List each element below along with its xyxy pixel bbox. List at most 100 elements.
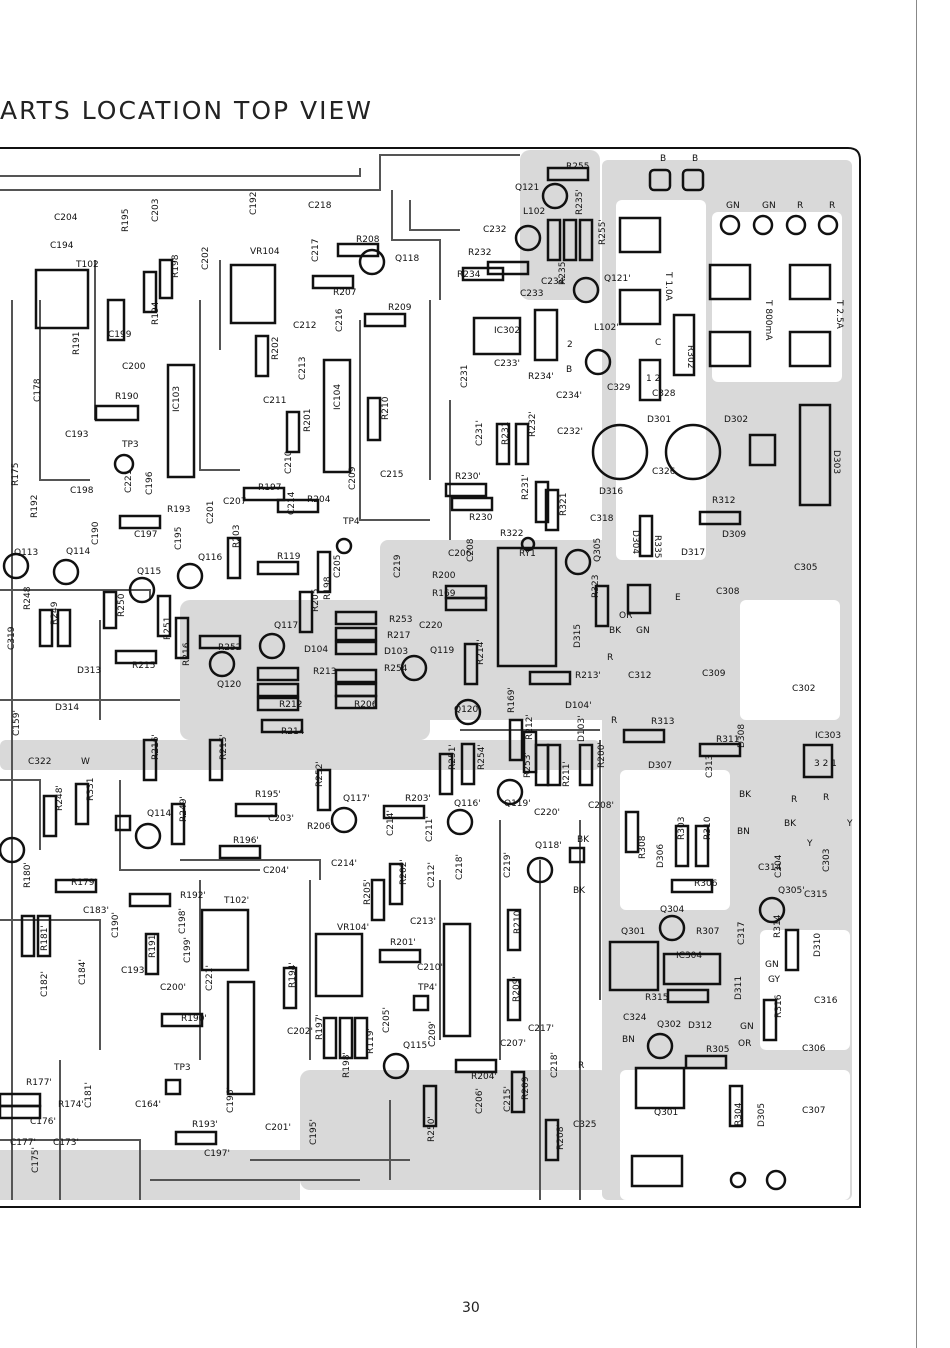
component-label: Q114 <box>66 547 91 557</box>
component-label: C319 <box>7 626 17 650</box>
component-label: C210 <box>284 450 294 474</box>
component-label: C219 <box>393 554 403 578</box>
component-label: C159' <box>12 710 22 736</box>
component-label: C216 <box>335 308 345 332</box>
component-label: C326 <box>652 467 676 477</box>
component-label: D312 <box>688 1021 712 1031</box>
component-label: R302 <box>685 345 695 368</box>
component-label: R212' <box>525 714 535 740</box>
component-label: Q120 <box>217 680 242 690</box>
component-label: Q117 <box>274 621 298 631</box>
component-label: Q114' <box>147 809 174 819</box>
component-label: C205' <box>382 1007 392 1033</box>
component-label: R209' <box>512 976 522 1002</box>
component-label: D317 <box>681 548 705 558</box>
component-label: C197 <box>134 530 157 540</box>
component-label: OR <box>738 1039 751 1049</box>
component-label: D104' <box>565 701 592 711</box>
component-label: Q305' <box>778 886 805 896</box>
component-label: C324 <box>623 1013 647 1023</box>
component-label: R235 <box>558 262 568 285</box>
component-label: R195' <box>255 790 281 800</box>
component-label: GN <box>636 626 650 636</box>
component-label: D311 <box>734 976 744 1000</box>
component-label: C317 <box>737 922 747 945</box>
component-label: C196' <box>226 1087 236 1113</box>
connector-pads <box>114 168 839 1191</box>
component-label: D309 <box>722 530 746 540</box>
component-label: B <box>566 365 572 375</box>
component-label: R174' <box>58 1100 84 1110</box>
component-label: C183' <box>83 906 109 916</box>
component-label: C233 <box>520 289 543 299</box>
component-label: R313 <box>651 717 674 727</box>
component-label: C328 <box>652 389 676 399</box>
page-edge-rule <box>916 0 917 1348</box>
component-label: R248' <box>55 785 65 811</box>
component-label: C221' <box>205 965 215 991</box>
component-label: R200' <box>597 742 607 768</box>
component-label: C204 <box>54 213 78 223</box>
component-label: C194 <box>50 241 74 251</box>
component-label: C182' <box>40 971 50 997</box>
component-label: C314 <box>758 863 782 873</box>
component-label: L102 <box>523 207 545 217</box>
component-label: B <box>660 154 666 164</box>
component-label: R249' <box>179 796 189 822</box>
component-label: TP3 <box>121 440 139 450</box>
component-label: R304 <box>734 1102 744 1126</box>
component-label: C233' <box>494 359 520 369</box>
component-label: D310 <box>813 933 823 957</box>
component-label: C214' <box>331 859 357 869</box>
component-label: BN <box>622 1035 635 1045</box>
component-label: C195 <box>174 527 184 550</box>
component-label: IC103 <box>172 386 182 412</box>
component-label: R192 <box>30 495 40 518</box>
component-label: R232' <box>528 411 538 437</box>
component-label: R201' <box>390 938 416 948</box>
component-label: T 2.5A <box>834 299 844 330</box>
component-label: R197' <box>315 1014 325 1040</box>
component-label: R196' <box>233 836 259 846</box>
component-label: BK <box>577 835 590 845</box>
component-label: Q116' <box>454 799 481 809</box>
component-label: R217 <box>387 631 410 641</box>
component-label: C215 <box>380 470 403 480</box>
component-label: BK <box>609 626 622 636</box>
component-label: C316 <box>814 996 838 1006</box>
transistors <box>0 182 786 1080</box>
component-label: C203 <box>151 199 161 222</box>
component-label: Y <box>806 839 813 849</box>
component-label: C206 <box>448 549 472 559</box>
component-label: C309 <box>702 669 726 679</box>
component-label: R210 <box>381 396 391 420</box>
component-label: Q301 <box>621 927 645 937</box>
component-label: D314 <box>55 703 79 713</box>
component-label: R321 <box>559 493 569 516</box>
component-label: C196 <box>145 471 155 495</box>
component-label: R177' <box>26 1078 52 1088</box>
component-label: R216 <box>182 642 192 666</box>
component-label: BK <box>573 886 586 896</box>
component-label: C313 <box>705 755 715 778</box>
component-label: C205 <box>333 555 343 578</box>
component-label: R315 <box>645 993 668 1003</box>
component-label: IC302 <box>494 326 520 336</box>
component-label: R191' <box>148 932 158 958</box>
component-label: C184' <box>78 959 88 985</box>
component-label: Y <box>846 819 853 829</box>
component-label: 3 2 1 <box>814 759 837 769</box>
component-label: C190 <box>91 521 101 545</box>
component-label: R119' <box>366 1028 376 1054</box>
component-label: R214' <box>476 639 486 665</box>
component-label: C193 <box>65 430 88 440</box>
component-label: IC104 <box>333 384 343 410</box>
component-label: TP4' <box>417 983 437 993</box>
component-label: C195' <box>309 1119 319 1145</box>
component-label: R195 <box>121 209 131 232</box>
component-label: R213' <box>575 671 601 681</box>
component-label: Q119 <box>430 646 455 656</box>
component-label: Q121' <box>604 274 631 284</box>
component-label: C329 <box>607 383 631 393</box>
component-label: C234' <box>556 391 582 401</box>
